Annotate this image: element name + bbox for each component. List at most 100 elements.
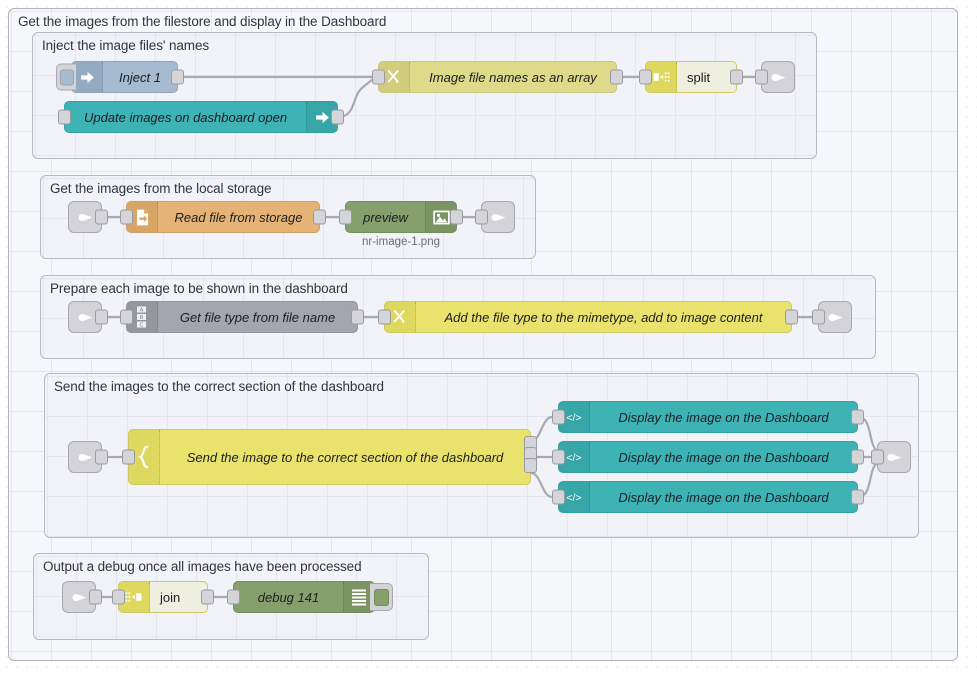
node-display-1[interactable]: </> Display the image on the Dashboard (552, 401, 864, 433)
switch-icon (129, 430, 160, 484)
inject-trigger-button[interactable] (56, 63, 76, 91)
node-read-file-label: Read file from storage (174, 209, 303, 225)
node-switch-label: Send the image to the correct section of… (186, 449, 504, 465)
port-in-link-out-1[interactable] (755, 69, 768, 85)
port-in-link-out-4[interactable] (871, 449, 884, 465)
node-link-in-3[interactable] (68, 301, 108, 333)
group-inject[interactable]: Inject the image files' names (32, 32, 817, 159)
port-in-split[interactable] (639, 69, 652, 85)
port-out-get-file-type[interactable] (351, 309, 364, 325)
node-display-2-label: Display the image on the Dashboard (618, 449, 829, 465)
group-debug-label: Output a debug once all images have been… (43, 559, 362, 574)
node-join-label: join (150, 582, 207, 612)
port-out-link-in-4[interactable] (95, 449, 108, 465)
port-in-preview[interactable] (339, 209, 352, 225)
port-out-switch-3[interactable] (524, 458, 537, 473)
node-link-out-1[interactable] (755, 61, 795, 93)
group-outer-label: Get the images from the filestore and di… (18, 14, 387, 29)
port-out-image-file-names[interactable] (610, 69, 623, 85)
link-in-icon (69, 442, 101, 472)
node-preview[interactable]: preview (339, 201, 463, 233)
inject-button-face (59, 69, 74, 85)
link-in-icon (63, 582, 95, 612)
port-out-link-in-5[interactable] (89, 589, 102, 605)
node-split[interactable]: split (639, 61, 743, 93)
port-in-link-out-2[interactable] (475, 209, 488, 225)
node-dashboard-open[interactable]: Update images on dashboard open (58, 101, 344, 133)
svg-text:</>: </> (566, 452, 581, 464)
port-out-preview[interactable] (450, 209, 463, 225)
node-inject[interactable]: Inject 1 (56, 61, 184, 93)
node-link-out-3[interactable] (812, 301, 852, 333)
port-in-join[interactable] (112, 589, 125, 605)
node-add-mimetype[interactable]: Add the file type to the mimetype, add t… (378, 301, 798, 333)
port-out-link-in-3[interactable] (95, 309, 108, 325)
group-storage-label: Get the images from the local storage (50, 181, 272, 196)
port-in-display-2[interactable] (552, 449, 565, 465)
debug-toggle-button[interactable] (370, 583, 393, 611)
file-icon (127, 202, 158, 232)
node-display-1-label: Display the image on the Dashboard (618, 409, 829, 425)
port-in-link-out-3[interactable] (812, 309, 825, 325)
node-debug[interactable]: debug 141 (227, 581, 393, 613)
svg-text:C: C (140, 323, 144, 329)
port-out-link-in-2[interactable] (95, 209, 108, 225)
port-in-image-file-names[interactable] (372, 69, 385, 85)
node-image-file-names[interactable]: Image file names as an array (372, 61, 623, 93)
node-image-file-names-label: Image file names as an array (429, 69, 597, 85)
node-link-in-4[interactable] (68, 441, 108, 473)
node-display-2[interactable]: </> Display the image on the Dashboard (552, 441, 864, 473)
link-out-icon (762, 62, 794, 92)
group-prepare-label: Prepare each image to be shown in the da… (50, 281, 348, 296)
svg-text:A: A (140, 308, 144, 314)
port-out-join[interactable] (201, 589, 214, 605)
link-out-icon (819, 302, 851, 332)
port-in-read-file[interactable] (120, 209, 133, 225)
port-out-display-2[interactable] (851, 449, 864, 465)
node-link-out-2[interactable] (475, 201, 515, 233)
port-out-split[interactable] (730, 69, 743, 85)
node-link-in-2[interactable] (68, 201, 108, 233)
link-out-icon (482, 202, 514, 232)
port-in-add-mimetype[interactable] (378, 309, 391, 325)
node-link-in-5[interactable] (62, 581, 102, 613)
port-in-debug[interactable] (227, 589, 240, 605)
node-display-3-label: Display the image on the Dashboard (618, 489, 829, 505)
group-inject-label: Inject the image files' names (42, 38, 210, 53)
debug-lines-icon (343, 582, 374, 612)
port-in-switch[interactable] (122, 449, 135, 465)
port-out-add-mimetype[interactable] (785, 309, 798, 325)
port-out-read-file[interactable] (313, 209, 326, 225)
node-preview-label: preview (363, 209, 408, 225)
port-in-display-3[interactable] (552, 489, 565, 505)
debug-toggle-face (373, 588, 389, 606)
node-get-file-type[interactable]: A B C Get file type from file name (120, 301, 364, 333)
link-in-icon (69, 202, 101, 232)
group-send-label: Send the images to the correct section o… (54, 379, 384, 394)
port-in-display-1[interactable] (552, 409, 565, 425)
node-debug-label: debug 141 (257, 589, 320, 605)
node-switch[interactable]: Send the image to the correct section of… (122, 429, 537, 485)
node-preview-sublabel: nr-image-1.png (362, 236, 440, 248)
link-in-icon (69, 302, 101, 332)
svg-text:</>: </> (566, 492, 581, 504)
port-out-dashboard-open[interactable] (331, 109, 344, 125)
node-read-file[interactable]: Read file from storage (120, 201, 326, 233)
port-out-display-3[interactable] (851, 489, 864, 505)
node-inject-label: Inject 1 (119, 69, 161, 85)
port-out-display-1[interactable] (851, 409, 864, 425)
svg-text:B: B (140, 315, 144, 321)
port-in-dashboard-open[interactable] (58, 109, 71, 125)
change-abc-icon: A B C (127, 302, 158, 332)
inject-arrow-icon (72, 62, 103, 92)
node-split-label: split (677, 62, 736, 92)
port-out-inject[interactable] (171, 69, 184, 85)
node-link-out-4[interactable] (871, 441, 911, 473)
node-join[interactable]: join (112, 581, 214, 613)
svg-text:</>: </> (566, 412, 581, 424)
port-in-get-file-type[interactable] (120, 309, 133, 325)
link-out-icon (878, 442, 910, 472)
node-display-3[interactable]: </> Display the image on the Dashboard (552, 481, 864, 513)
node-dashboard-open-label: Update images on dashboard open (83, 109, 288, 125)
